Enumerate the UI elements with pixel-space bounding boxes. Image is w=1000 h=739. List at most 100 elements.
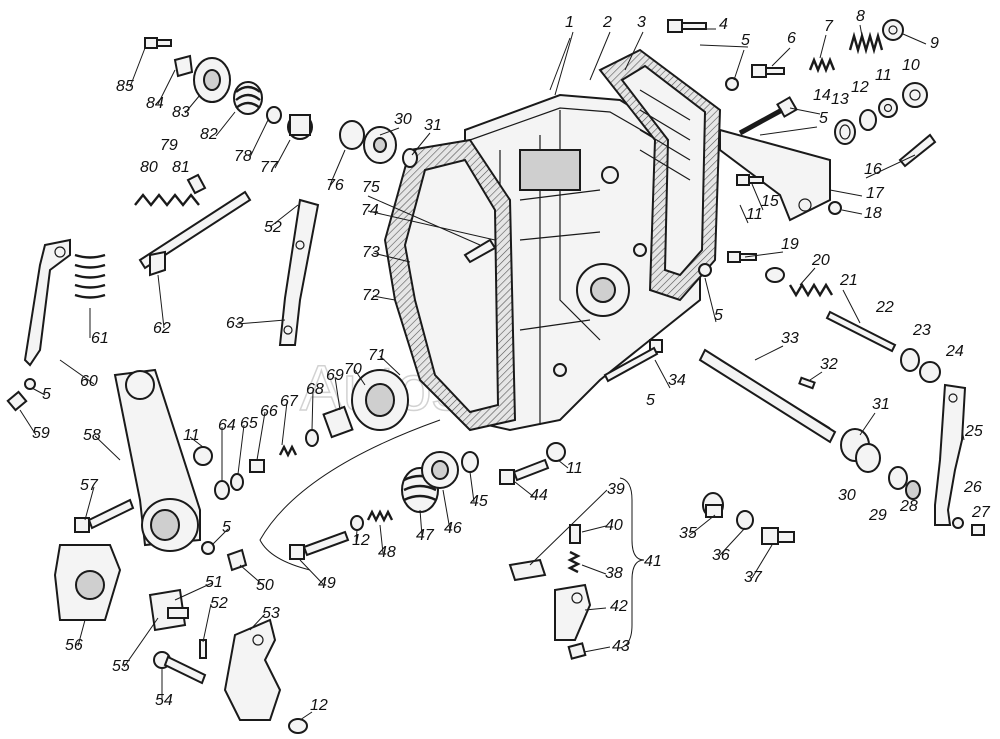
callout: 61 — [91, 330, 109, 347]
callout: 50 — [256, 577, 274, 594]
callout: 32 — [820, 356, 838, 373]
pin-22 — [825, 310, 897, 353]
spring-80 — [134, 193, 200, 207]
washer-12b — [350, 515, 364, 531]
spring-41 — [567, 550, 581, 574]
callout: 81 — [172, 159, 190, 176]
nut-11a — [878, 98, 898, 118]
bolt-85 — [144, 37, 172, 49]
washer-5c — [698, 263, 712, 277]
leader-lines — [19, 24, 965, 721]
washer-68 — [305, 429, 319, 447]
callout: 71 — [368, 347, 386, 364]
cover-plate — [598, 48, 722, 302]
callout: 46 — [444, 520, 462, 537]
callout: 11 — [875, 67, 892, 84]
callout: 83 — [172, 104, 190, 121]
callout: 11 — [183, 427, 200, 444]
callout: 77 — [260, 159, 279, 176]
bearing-83 — [193, 57, 231, 103]
callout: 19 — [781, 236, 799, 253]
callout: 44 — [530, 487, 548, 504]
callout: 42 — [610, 598, 628, 615]
callout: 54 — [155, 692, 173, 709]
ring-78 — [266, 106, 282, 124]
callout: 16 — [864, 161, 882, 178]
washer-12a — [859, 109, 877, 131]
clip-24 — [919, 361, 941, 383]
bolt-74 — [463, 238, 497, 264]
spring-21 — [788, 282, 834, 298]
washer-28 — [905, 480, 921, 500]
callout-labels: 1 2 3 4 5 6 7 8 9 10 11 12 13 14 5 16 15… — [32, 8, 991, 714]
bolt-44 — [499, 458, 550, 485]
washer-5e — [24, 378, 36, 390]
callout: 25 — [964, 423, 983, 440]
spring-67 — [278, 444, 298, 458]
callout: 69 — [326, 367, 344, 384]
callout: 4 — [719, 16, 728, 33]
callout: 47 — [416, 527, 435, 544]
callout: 57 — [80, 477, 99, 494]
bolt-66 — [249, 459, 265, 473]
callout: 22 — [875, 299, 894, 316]
screw-16 — [898, 133, 937, 168]
callout: 52 — [264, 219, 282, 236]
callout: 37 — [744, 569, 763, 586]
washer-45 — [461, 451, 479, 473]
callout: 17 — [866, 185, 885, 202]
callout: 80 — [140, 159, 158, 176]
callout: 2 — [602, 14, 612, 31]
plug-77 — [287, 114, 313, 140]
callout: 30 — [838, 487, 856, 504]
callout: 12 — [851, 79, 869, 96]
callout: 35 — [679, 525, 697, 542]
callout: 85 — [116, 78, 134, 95]
callout: 75 — [362, 179, 380, 196]
link-81 — [186, 173, 207, 195]
callout: 29 — [868, 507, 887, 524]
spring-61 — [74, 253, 106, 299]
bolt-49 — [289, 530, 350, 560]
plate-39 — [508, 558, 547, 582]
spring-8 — [848, 31, 884, 55]
callout: 5 — [714, 307, 723, 324]
nut-11c — [193, 446, 213, 466]
wire-50 — [259, 419, 441, 571]
spring-82 — [233, 81, 263, 115]
callout: 59 — [32, 425, 50, 442]
callout: 23 — [912, 322, 931, 339]
rod-62 — [138, 190, 252, 277]
arm-58 — [113, 368, 201, 552]
callout: 41 — [644, 553, 662, 570]
plate-84 — [173, 54, 194, 78]
callout: 33 — [781, 330, 799, 347]
bolt-59 — [6, 390, 28, 412]
callout: 5 — [819, 110, 828, 127]
bolt-27 — [971, 524, 985, 536]
lever-63 — [278, 198, 320, 346]
washer-23 — [900, 348, 920, 372]
screw-50 — [226, 548, 248, 572]
callout: 6 — [787, 30, 796, 47]
callout: 13 — [831, 91, 849, 108]
spring-48 — [366, 509, 394, 523]
callout: 51 — [205, 574, 223, 591]
block-55 — [148, 588, 189, 632]
bushing-76 — [339, 120, 365, 150]
callout: 31 — [872, 396, 890, 413]
bolt-6 — [751, 64, 785, 78]
callout: 8 — [856, 8, 865, 25]
bolt-34 — [603, 339, 663, 383]
callout: 14 — [813, 87, 831, 104]
washer-20 — [765, 267, 785, 283]
lever-25 — [934, 383, 967, 526]
callout: 34 — [668, 372, 686, 389]
callout: 31 — [424, 117, 442, 134]
callout: 7 — [824, 18, 834, 35]
callout: 3 — [637, 14, 646, 31]
bracket-53 — [223, 618, 282, 721]
bolt-15 — [736, 174, 764, 186]
callout: 11 — [746, 206, 763, 223]
